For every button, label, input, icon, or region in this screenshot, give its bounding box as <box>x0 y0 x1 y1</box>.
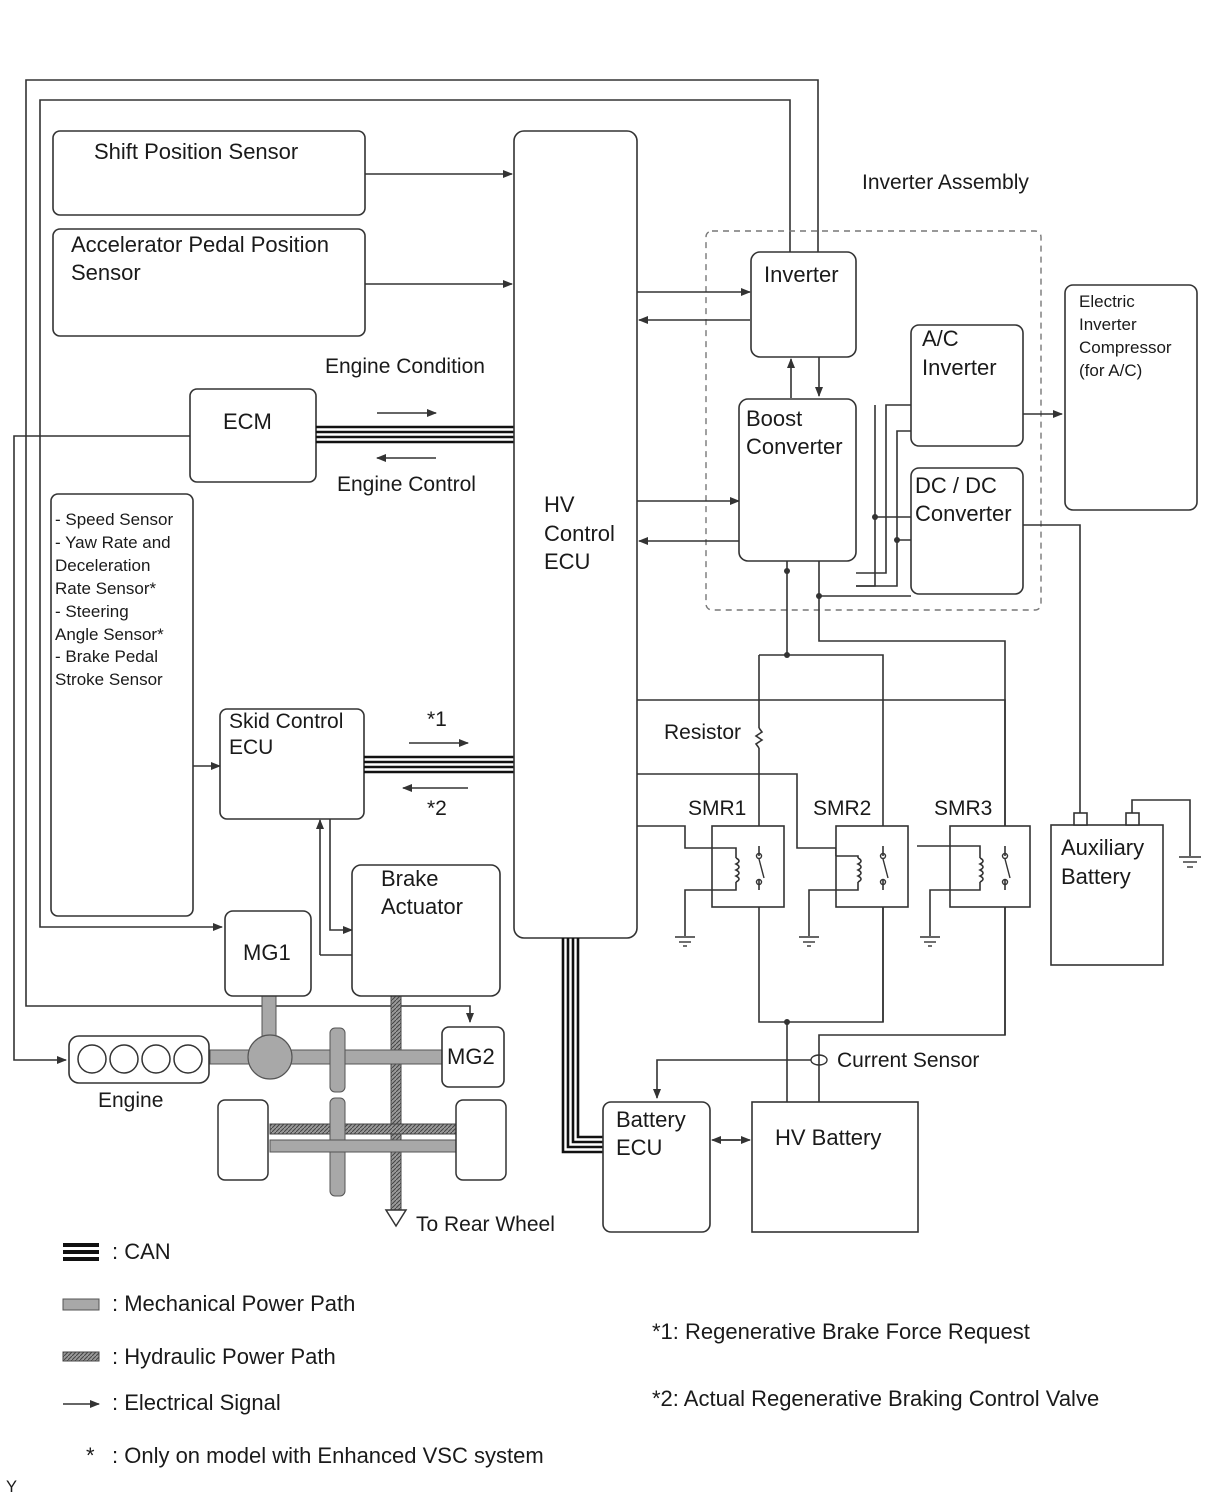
hydraulic-path-vertical <box>390 995 402 1213</box>
smr1-relay: SMR1 <box>675 797 785 947</box>
dcdc-converter-label-2: Converter <box>915 501 1012 526</box>
mechanical-power-paths <box>209 995 507 1197</box>
hv-control-ecu-label-1: HV <box>544 492 575 517</box>
hv-control-ecu-label-3: ECU <box>544 549 590 574</box>
inverter-assembly-boundary <box>705 230 1042 611</box>
smr3-relay: SMR3 <box>920 797 1031 947</box>
battery-ecu-label-1: Battery <box>616 1107 686 1132</box>
hv-control-ecu-block: HV Control ECU <box>513 130 638 939</box>
hv-control-ecu-label-2: Control <box>544 521 615 546</box>
can-bus-ecm <box>316 425 514 444</box>
mg2-block: MG2 <box>441 1026 505 1088</box>
legend-star-label: : Only on model with Enhanced VSC system <box>112 1443 544 1468</box>
skid-control-ecu-block: Skid Control ECU <box>219 708 365 820</box>
smr2-relay: SMR2 <box>799 797 909 947</box>
electric-inverter-compressor-block: Electric Inverter Compressor (for A/C) <box>1064 284 1198 511</box>
legend-hydraulic: : Hydraulic Power Path <box>62 1344 336 1369</box>
skid-control-ecu-label-2: ECU <box>229 736 273 759</box>
legend-can: : CAN <box>63 1239 171 1264</box>
inverter-assembly-label: Inverter Assembly <box>862 171 1029 194</box>
sensor-list-block: - Speed Sensor - Yaw Rate and Decelerati… <box>50 493 194 917</box>
compressor-label-4: (for A/C) <box>1079 361 1142 380</box>
ac-inverter-label-1: A/C <box>922 326 959 351</box>
shift-position-sensor-label: Shift Position Sensor <box>94 139 298 164</box>
hydraulic-path-horizontal <box>269 1123 457 1135</box>
legend-mechanical: : Mechanical Power Path <box>62 1291 355 1316</box>
engine-control-label: Engine Control <box>337 473 476 496</box>
legend-mechanical-label: : Mechanical Power Path <box>112 1291 355 1316</box>
legend-star: * : Only on model with Enhanced VSC syst… <box>86 1443 544 1468</box>
smr2-label: SMR2 <box>813 797 871 820</box>
smr1-label: SMR1 <box>688 797 746 820</box>
auxiliary-battery-label-1: Auxiliary <box>1061 835 1144 860</box>
ac-inverter-block: A/C Inverter <box>910 324 1024 447</box>
request-star1-label: *1 <box>427 708 447 731</box>
legend-can-label: : CAN <box>112 1239 171 1264</box>
skid-control-ecu-label-1: Skid Control <box>229 710 343 733</box>
outer-signal-wires <box>13 79 819 1064</box>
accelerator-sensor-label-1: Accelerator Pedal Position <box>71 232 329 257</box>
engine-block: Engine <box>68 1035 210 1112</box>
sensor-list-line: Rate Sensor* <box>55 579 156 598</box>
brake-actuator-block: Brake Actuator <box>351 864 501 997</box>
request-star2-label: *2 <box>427 797 447 820</box>
sensor-list-line: - Speed Sensor <box>55 510 173 529</box>
shift-position-sensor-block: Shift Position Sensor <box>52 130 366 216</box>
mg1-label: MG1 <box>243 940 291 965</box>
current-sensor-label: Current Sensor <box>837 1049 979 1072</box>
sensor-list-line: Deceleration <box>55 556 150 575</box>
legend-electrical: : Electrical Signal <box>63 1390 281 1415</box>
boost-converter-block: Boost Converter <box>738 398 857 562</box>
legend: : CAN : Mechanical Power Path : Hydrauli… <box>62 1239 544 1468</box>
smr3-label: SMR3 <box>934 797 992 820</box>
hv-battery-block: HV Battery <box>751 1101 919 1233</box>
inverter-label: Inverter <box>764 262 839 287</box>
ecm-label: ECM <box>223 409 272 434</box>
to-rear-wheel-label: To Rear Wheel <box>416 1213 555 1236</box>
accelerator-sensor-label-2: Sensor <box>71 260 141 285</box>
auxiliary-battery-block: Auxiliary Battery <box>1050 799 1201 966</box>
ac-inverter-label-2: Inverter <box>922 355 997 380</box>
boost-converter-label-2: Converter <box>746 434 843 459</box>
resistor-label: Resistor <box>664 721 741 744</box>
hv-battery-label: HV Battery <box>775 1125 881 1150</box>
front-wheel-right <box>455 1099 507 1181</box>
footnote-2: *2: Actual Regenerative Braking Control … <box>652 1386 1099 1411</box>
inverter-block: Inverter <box>750 251 857 358</box>
sensor-list-line: Stroke Sensor <box>55 670 163 689</box>
engine-condition-label: Engine Condition <box>325 355 485 378</box>
ecm-block: ECM <box>189 388 317 483</box>
accelerator-sensor-block: Accelerator Pedal Position Sensor <box>52 228 366 337</box>
sensor-list-line: - Brake Pedal <box>55 647 158 666</box>
dcdc-converter-block: DC / DC Converter <box>910 467 1024 595</box>
legend-star-symbol: * <box>86 1443 95 1468</box>
dcdc-converter-label-1: DC / DC <box>915 473 997 498</box>
can-bus-skid <box>364 755 514 774</box>
sensor-list-line: - Steering <box>55 602 129 621</box>
mg2-label: MG2 <box>447 1044 495 1069</box>
footnote-1: *1: Regenerative Brake Force Request <box>652 1319 1030 1344</box>
auxiliary-battery-label-2: Battery <box>1061 864 1131 889</box>
front-wheel-left <box>217 1099 269 1181</box>
compressor-label-2: Inverter <box>1079 315 1137 334</box>
battery-ecu-label-2: ECU <box>616 1135 662 1160</box>
compressor-label-3: Compressor <box>1079 338 1172 357</box>
can-bus-battery <box>561 938 603 1154</box>
engine-label: Engine <box>98 1089 163 1112</box>
mg1-block: MG1 <box>224 910 312 997</box>
brake-actuator-label-1: Brake <box>381 866 438 891</box>
brake-actuator-label-2: Actuator <box>381 894 463 919</box>
corner-mark: Y <box>6 1478 17 1496</box>
boost-converter-label-1: Boost <box>746 406 802 431</box>
compressor-label-1: Electric <box>1079 292 1135 311</box>
legend-electrical-label: : Electrical Signal <box>112 1390 281 1415</box>
sensor-list-line: - Yaw Rate and <box>55 533 171 552</box>
legend-hydraulic-label: : Hydraulic Power Path <box>112 1344 336 1369</box>
battery-ecu-block: Battery ECU <box>602 1101 711 1233</box>
sensor-list-line: Angle Sensor* <box>55 625 164 644</box>
